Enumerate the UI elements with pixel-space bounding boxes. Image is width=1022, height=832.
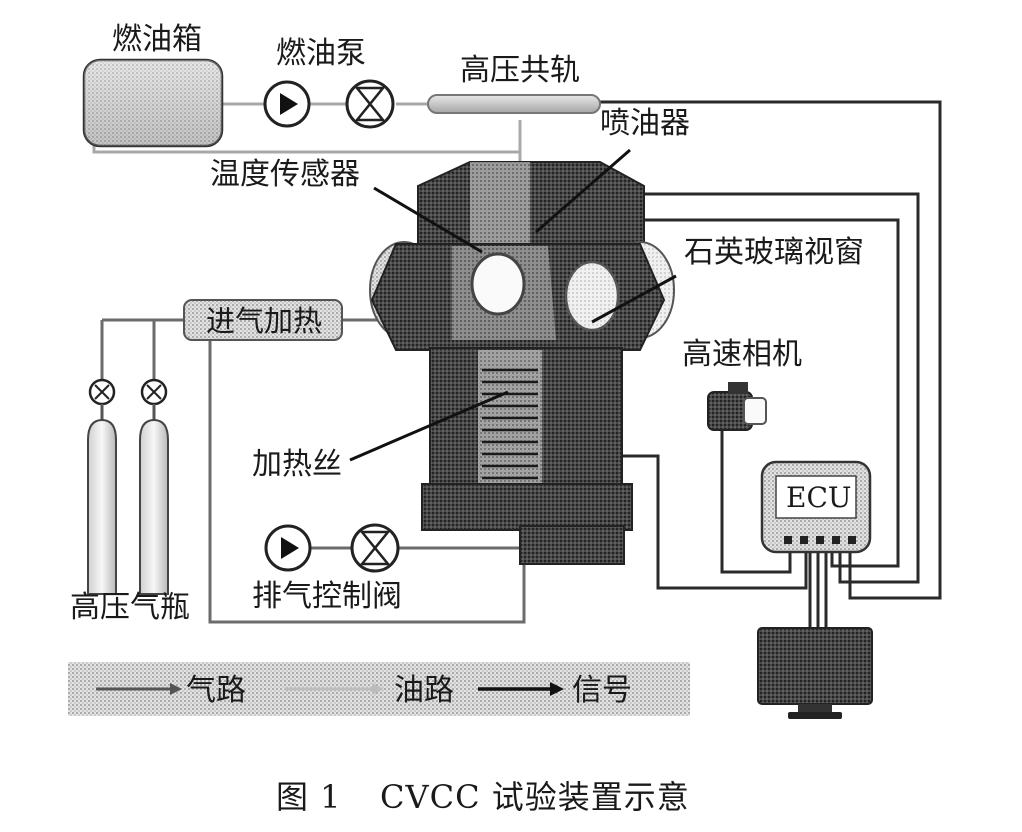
legend-gas-label: 气路	[186, 673, 246, 708]
legend-gas	[96, 683, 182, 695]
fuel-pump-icon	[263, 80, 311, 128]
common-rail	[427, 94, 601, 114]
fuel-valve-icon	[345, 79, 395, 129]
legend-oil	[284, 683, 384, 695]
ecu-box	[760, 460, 872, 554]
fuel-tank-label: 燃油箱	[112, 22, 202, 57]
quartz-window-label: 石英玻璃视窗	[684, 235, 864, 270]
fuel-tank	[82, 58, 224, 148]
temp-sensor-label: 温度传感器	[210, 157, 360, 192]
leader-lines	[349, 148, 677, 462]
figure-number: 图 1	[276, 778, 342, 816]
legend	[68, 662, 690, 716]
gas-lines	[100, 318, 526, 624]
heating-wire-coil	[482, 368, 538, 480]
ecu-label: ECU	[786, 481, 851, 514]
exhaust-valve-label: 排气控制阀	[252, 579, 402, 614]
gas-cylinder-label: 高压气瓶	[70, 590, 190, 625]
exhaust-valve-icon	[350, 523, 400, 573]
signal-lines	[598, 100, 942, 628]
camera-icon	[707, 382, 767, 431]
exhaust-pump-icon	[264, 524, 312, 572]
combustion-chamber	[369, 161, 675, 565]
intake-heating-label: 进气加热	[206, 304, 322, 338]
legend-signal-label: 信号	[572, 673, 632, 708]
heating-wire-label: 加热丝	[252, 447, 342, 482]
legend-signal	[478, 682, 564, 696]
camera-label: 高速相机	[682, 337, 802, 372]
gas-cylinder-2	[139, 378, 169, 595]
gas-cylinder-1	[87, 378, 117, 595]
intake-heating-box	[183, 299, 343, 341]
figure-caption: CVCC 试验装置示意	[380, 778, 690, 816]
injector-label: 喷油器	[600, 106, 690, 141]
common-rail-label: 高压共轨	[460, 53, 580, 88]
legend-oil-label: 油路	[394, 673, 454, 708]
monitor-icon	[757, 627, 873, 719]
fuel-pump-label: 燃油泵	[276, 36, 366, 71]
